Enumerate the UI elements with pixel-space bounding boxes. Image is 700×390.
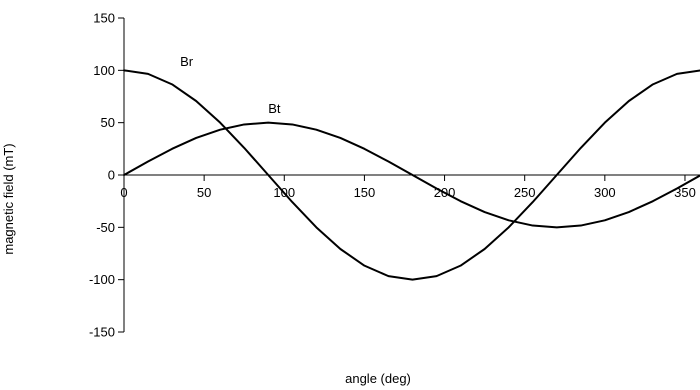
y-axis-title: magnetic field (mT) <box>1 143 16 254</box>
y-tick-label: -100 <box>89 272 115 287</box>
series-line-br <box>123 69 700 281</box>
y-tick-label: 150 <box>93 11 115 26</box>
x-tick-label: 50 <box>197 185 211 200</box>
y-tick-label: 100 <box>93 63 115 78</box>
y-tick-label: -150 <box>89 325 115 340</box>
x-tick-label: 300 <box>594 185 616 200</box>
x-tick-label: 250 <box>514 185 536 200</box>
x-tick-label: 150 <box>354 185 376 200</box>
x-tick-label: 0 <box>120 185 127 200</box>
series-label-bt: Bt <box>268 101 281 116</box>
x-tick-label: 350 <box>674 185 696 200</box>
y-tick-label: 50 <box>101 115 115 130</box>
y-tick-label: -50 <box>96 220 115 235</box>
series-layer <box>123 69 700 281</box>
y-tick-label: 0 <box>108 168 115 183</box>
series-label-br: Br <box>180 54 194 69</box>
x-axis-title: angle (deg) <box>345 371 411 386</box>
series-line-bt <box>123 121 700 229</box>
